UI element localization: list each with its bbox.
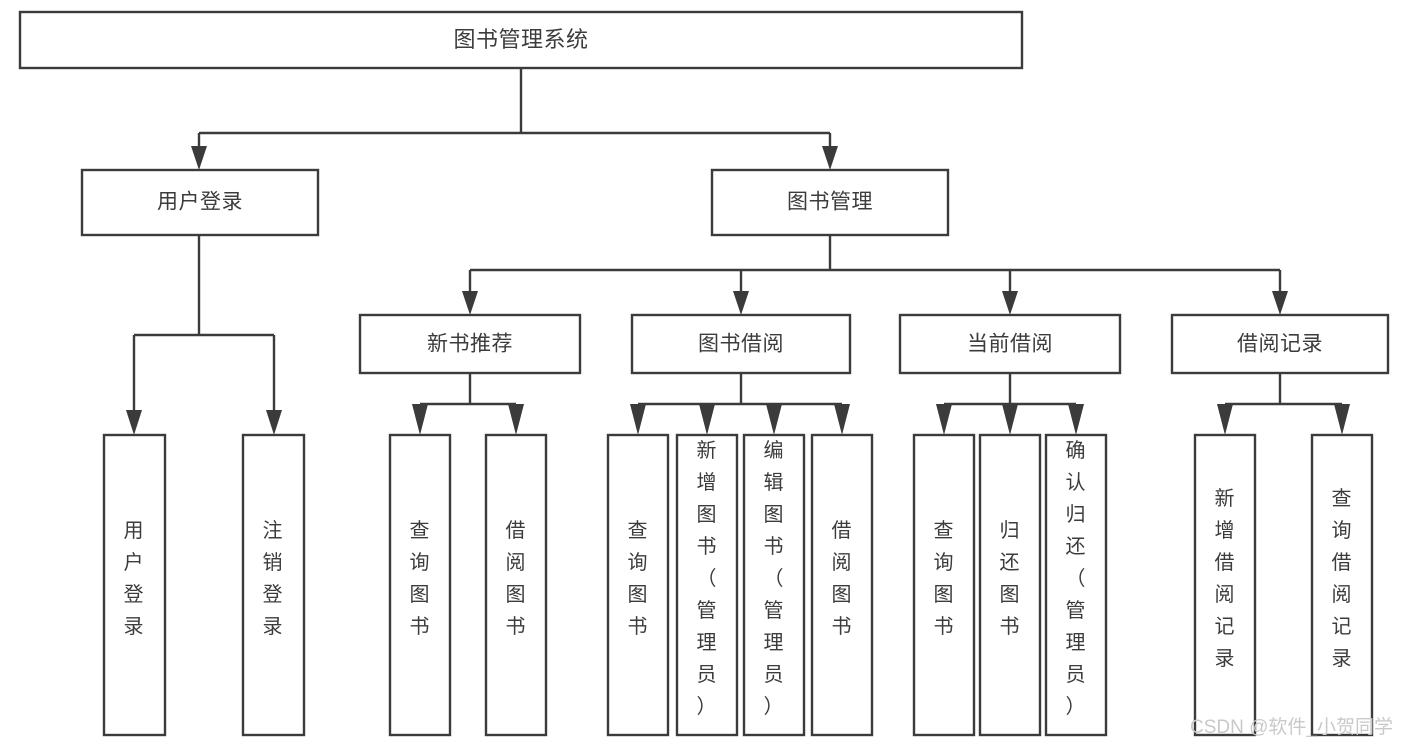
node-new-book-recommend-label: 新书推荐: [427, 333, 513, 356]
leaf-node[interactable]: 借阅图书: [810, 433, 874, 737]
node-borrow-record-box[interactable]: [1170, 313, 1390, 375]
arrow-head-new-book: [462, 291, 478, 315]
arrow-head-currentborrow-leaf-2: [1002, 404, 1018, 435]
leaf-node[interactable]: 新增图书（管理员）: [675, 433, 739, 737]
leaf-node[interactable]: 新增借阅记录: [1193, 433, 1257, 737]
arrow-head-bookborrow-leaf-4: [834, 404, 850, 435]
node-book-management[interactable]: 图书管理: [710, 168, 950, 237]
leaf-newbook-query-label: 查询图书: [410, 519, 431, 638]
arrow-head-borrow-record: [1272, 291, 1288, 315]
arrow-head-book-manage: [822, 146, 838, 170]
leaf-bookborrow-query-box[interactable]: [606, 433, 670, 737]
arrow-head-current-borrow: [1002, 291, 1018, 315]
node-new-book-recommend-box[interactable]: [358, 313, 582, 375]
leaf-node[interactable]: 查询图书: [606, 433, 670, 737]
node-book-management-label: 图书管理: [787, 191, 873, 214]
node-user-login-label: 用户登录: [157, 191, 243, 214]
leaf-bookborrow-add-box[interactable]: [675, 433, 739, 737]
leaf-borrowrecord-query-label: 查询借阅记录: [1332, 487, 1353, 670]
leaf-bookborrow-borrow-label: 借阅图书: [832, 519, 853, 638]
arrow-head-bookborrow-leaf-3: [766, 404, 782, 435]
arrow-head-borrowrecord-leaf-2: [1334, 404, 1350, 435]
node-root-book-management-system[interactable]: 图书管理系统: [18, 10, 1024, 70]
leaf-node[interactable]: 查询图书: [912, 433, 976, 737]
node-borrow-record[interactable]: 借阅记录: [1170, 313, 1390, 375]
leaf-currentborrow-return-label: 归还图书: [1000, 519, 1021, 638]
leaf-borrowrecord-add-box[interactable]: [1193, 433, 1257, 737]
leaf-bookborrow-edit-box[interactable]: [742, 433, 806, 737]
node-book-borrow[interactable]: 图书借阅: [630, 313, 852, 375]
leaf-currentborrow-query-label: 查询图书: [934, 519, 955, 638]
leaf-currentborrow-confirm-box[interactable]: [1044, 433, 1108, 737]
leaf-node[interactable]: 用户登录: [102, 433, 167, 737]
node-book-borrow-label: 图书借阅: [698, 333, 784, 356]
leaf-node[interactable]: 查询图书: [388, 433, 452, 737]
leaf-node[interactable]: 查询借阅记录: [1310, 433, 1374, 737]
leaf-borrowrecord-add-label: 新增借阅记录: [1215, 487, 1236, 670]
arrow-head-leaf-user-login: [126, 410, 142, 435]
leaf-node[interactable]: 编辑图书（管理员）: [742, 433, 806, 737]
leaf-logout-label: 注销登录: [263, 519, 284, 638]
node-user-login[interactable]: 用户登录: [80, 168, 320, 237]
leaf-currentborrow-query-box[interactable]: [912, 433, 976, 737]
node-new-book-recommend[interactable]: 新书推荐: [358, 313, 582, 375]
arrow-head-bookborrow-leaf-1: [630, 404, 646, 435]
node-current-borrow-label: 当前借阅: [967, 333, 1053, 356]
leaf-node[interactable]: 借阅图书: [484, 433, 548, 737]
csdn-watermark: CSDN @软件_小贺同学: [1190, 716, 1393, 738]
leaf-node[interactable]: 注销登录: [241, 433, 306, 737]
node-current-borrow[interactable]: 当前借阅: [898, 313, 1122, 375]
node-current-borrow-box[interactable]: [898, 313, 1122, 375]
arrow-head-borrowrecord-leaf-1: [1217, 404, 1233, 435]
node-book-borrow-box[interactable]: [630, 313, 852, 375]
arrow-head-leaf-logout: [266, 410, 282, 435]
arrow-head-user-login: [191, 146, 207, 170]
node-borrow-record-label: 借阅记录: [1237, 333, 1323, 356]
leaf-bookborrow-borrow-box[interactable]: [810, 433, 874, 737]
node-root-label: 图书管理系统: [453, 27, 588, 52]
leaf-bookborrow-edit-label: 编辑图书（管理员）: [764, 439, 785, 718]
leaf-node[interactable]: 归还图书: [978, 433, 1042, 737]
leaf-currentborrow-return-box[interactable]: [978, 433, 1042, 737]
leaf-node[interactable]: 确认归还（管理员）: [1044, 433, 1108, 737]
node-root-box[interactable]: [18, 10, 1024, 70]
leaf-newbook-borrow-label: 借阅图书: [506, 519, 527, 638]
arrow-head-currentborrow-leaf-1: [936, 404, 952, 435]
arrow-head-book-borrow: [733, 291, 749, 315]
arrow-head-newbook-leaf-1: [412, 404, 428, 435]
leaf-bookborrow-add-label: 新增图书（管理员）: [697, 439, 718, 718]
leaf-user-login-box[interactable]: [102, 433, 167, 737]
arrow-head-newbook-leaf-2: [508, 404, 524, 435]
leaf-newbook-borrow-box[interactable]: [484, 433, 548, 737]
arrow-head-bookborrow-leaf-2: [699, 404, 715, 435]
leaf-newbook-query-box[interactable]: [388, 433, 452, 737]
node-user-login-box[interactable]: [80, 168, 320, 237]
leaf-bookborrow-query-label: 查询图书: [628, 519, 649, 638]
arrow-head-currentborrow-leaf-3: [1068, 404, 1084, 435]
leaf-logout-box[interactable]: [241, 433, 306, 737]
connector-layer: [126, 68, 1350, 435]
leaf-user-login-label: 用户登录: [124, 520, 145, 638]
leaf-currentborrow-confirm-label: 确认归还（管理员）: [1066, 439, 1087, 718]
leaf-borrowrecord-query-box[interactable]: [1310, 433, 1374, 737]
node-book-management-box[interactable]: [710, 168, 950, 237]
